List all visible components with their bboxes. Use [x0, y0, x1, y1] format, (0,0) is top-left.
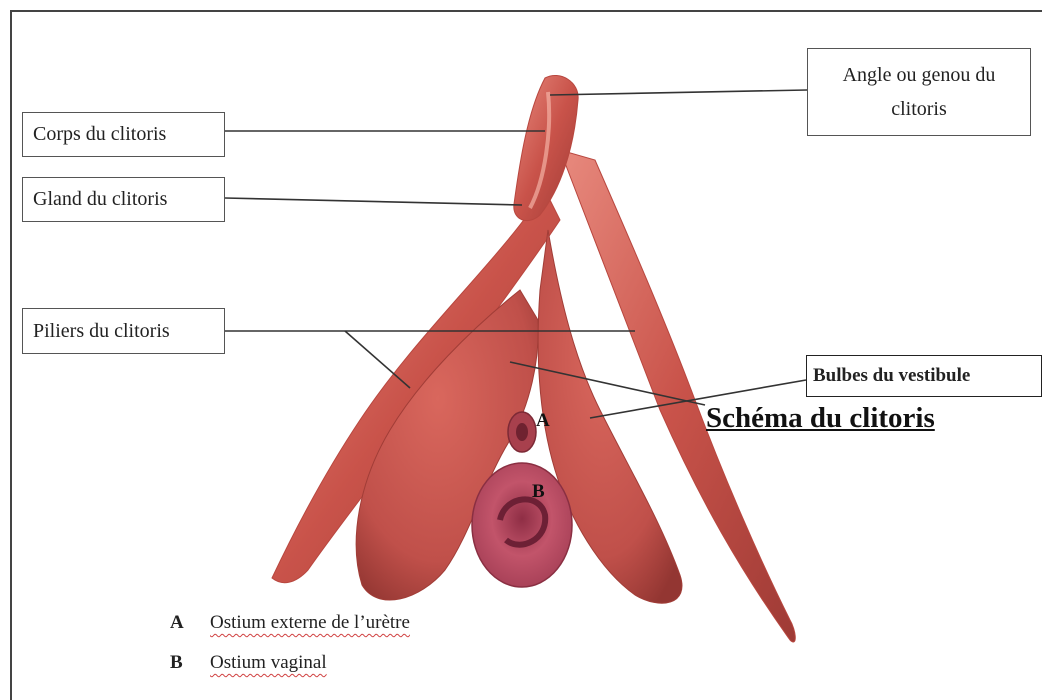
label-angle: Angle ou genou du clitoris: [807, 48, 1031, 136]
figure-title: Schéma du clitoris: [706, 402, 935, 435]
legend-text: Ostium externe de l’urètre: [210, 612, 410, 633]
label-corps: Corps du clitoris: [22, 112, 225, 157]
legend-text: Ostium vaginal: [210, 652, 327, 673]
label-gland: Gland du clitoris: [22, 177, 225, 222]
label-bulbes: Bulbes du vestibule: [806, 355, 1042, 397]
marker-a: A: [536, 410, 550, 432]
marker-b: B: [532, 481, 545, 503]
legend-key: A: [170, 612, 210, 634]
legend-key: B: [170, 652, 210, 674]
vaginal-ostium: [472, 463, 572, 587]
label-piliers: Piliers du clitoris: [22, 308, 225, 354]
